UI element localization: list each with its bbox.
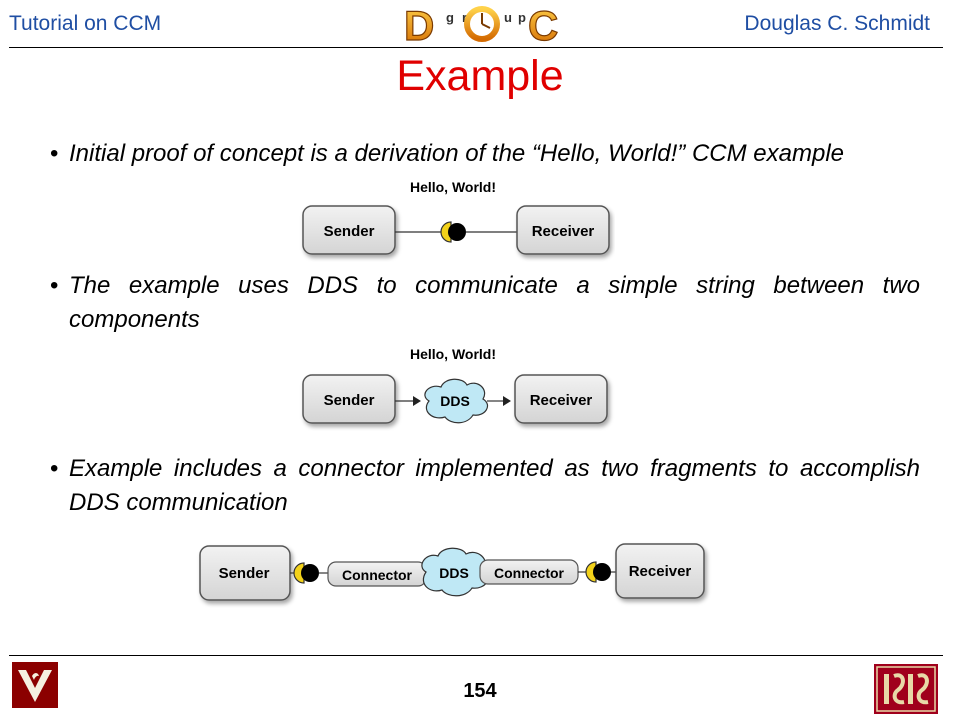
isis-logo <box>874 664 938 714</box>
diagram-caption: Hello, World! <box>410 346 496 362</box>
footer-rule <box>9 655 943 656</box>
logo-letter-d: D <box>404 2 434 46</box>
receptacle-port-icon <box>448 223 466 241</box>
bullet-dot: • <box>50 455 59 482</box>
diagram-hello-world-direct: Hello, World! Sender Receiver <box>302 179 610 255</box>
header-rule <box>9 47 943 48</box>
logo-letter-p: p <box>518 10 526 25</box>
bullet-3: • Example includes a connector implement… <box>50 452 920 520</box>
connector-left-label: Connector <box>342 567 413 583</box>
connector-right-label: Connector <box>494 565 565 581</box>
logo-letter-g: g <box>446 10 454 25</box>
receptacle-port-icon <box>593 563 611 581</box>
header-right: Douglas C. Schmidt <box>744 12 930 35</box>
vanderbilt-logo <box>12 662 58 708</box>
bullet-text: Initial proof of concept is a derivation… <box>69 140 844 167</box>
facet-port-icon <box>440 221 452 243</box>
doc-group-logo: D g r u p C <box>403 2 559 46</box>
diagram-hello-world-dds: Hello, World! Sender DDS Receiver <box>302 346 608 424</box>
bullet-2: • The example uses DDS to communicate a … <box>50 269 920 337</box>
diagram-caption: Hello, World! <box>410 179 496 195</box>
sender-label: Sender <box>324 392 375 409</box>
sender-box <box>302 374 396 424</box>
arrow-head-icon <box>413 396 421 406</box>
diagram-connector-fragments: Sender Connector DDS Connector Receiver <box>199 543 705 601</box>
facet-port-icon <box>293 562 305 584</box>
bullet-dot: • <box>50 272 59 299</box>
receiver-box <box>516 205 610 255</box>
bullet-dot: • <box>50 140 59 167</box>
dds-cloud-icon <box>424 378 488 424</box>
receiver-box <box>615 543 705 599</box>
header-left: Tutorial on CCM <box>9 12 162 35</box>
receiver-box <box>514 374 608 424</box>
logo-letter-c: C <box>528 2 558 46</box>
arrow-head-icon <box>503 396 511 406</box>
facet-port-icon <box>585 561 597 583</box>
dds-label: DDS <box>440 393 470 409</box>
logo-clock-o <box>464 6 500 42</box>
receiver-label: Receiver <box>532 223 595 240</box>
receptacle-port-icon <box>301 564 319 582</box>
logo-letter-r: r <box>462 10 467 25</box>
slide-title: Example <box>396 52 564 100</box>
bullet-text: The example uses DDS to communicate a si… <box>69 272 920 333</box>
receiver-label: Receiver <box>530 392 593 409</box>
dds-label: DDS <box>439 565 469 581</box>
bullet-1: • Initial proof of concept is a derivati… <box>50 137 920 171</box>
sender-box <box>302 205 396 255</box>
sender-label: Sender <box>324 223 375 240</box>
receiver-label: Receiver <box>629 563 692 580</box>
logo-letter-u: u <box>504 10 512 25</box>
bullet-text: Example includes a connector implemented… <box>69 455 920 516</box>
page-number: 154 <box>463 680 497 702</box>
sender-label: Sender <box>219 565 270 582</box>
